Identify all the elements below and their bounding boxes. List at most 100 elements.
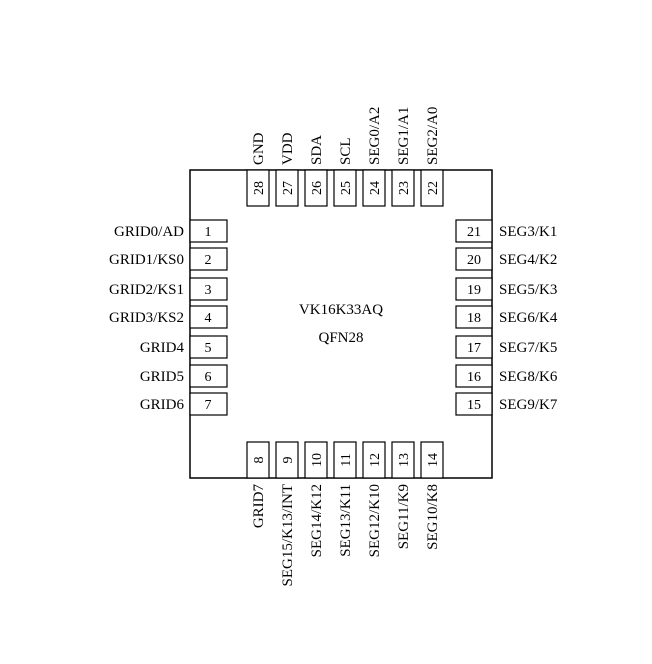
pin-pad xyxy=(246,169,270,207)
pin-20: 20 SEG4/K2 xyxy=(455,247,557,271)
pin-4: 4 GRID3/KS2 xyxy=(109,305,228,329)
pin-pad xyxy=(189,277,228,301)
pin-number: 9 xyxy=(281,457,296,464)
pin-pad xyxy=(455,335,493,359)
pin-label: SEG13/K11 xyxy=(338,484,354,557)
pin-label: SEG11/K9 xyxy=(396,484,412,549)
pin-label: SEG10/K8 xyxy=(425,484,441,550)
pin-number: 11 xyxy=(339,453,354,466)
pin-pad xyxy=(391,441,415,479)
pin-25: 25 SCL xyxy=(333,137,357,207)
pin-pad xyxy=(420,441,444,479)
pin-pad xyxy=(275,441,299,479)
pin-number: 23 xyxy=(397,181,412,195)
pin-label: SEG3/K1 xyxy=(499,224,557,240)
pin-label: SEG1/A1 xyxy=(396,107,412,165)
pin-label: SEG8/K6 xyxy=(499,369,558,385)
pin-pad xyxy=(455,364,493,388)
pin-pad xyxy=(246,441,270,479)
pin-number: 14 xyxy=(426,453,441,467)
chip-package-name: QFN28 xyxy=(318,330,363,346)
pin-label: SEG9/K7 xyxy=(499,397,558,413)
pin-number: 28 xyxy=(252,181,267,195)
pin-label: GRID0/AD xyxy=(114,224,184,240)
pin-22: 22 SEG2/A0 xyxy=(420,107,444,207)
pin-number: 10 xyxy=(310,453,325,467)
pin-number: 25 xyxy=(339,181,354,195)
pin-pad xyxy=(455,219,493,243)
pin-label: SEG7/K5 xyxy=(499,340,557,356)
pin-label: GRID5 xyxy=(140,369,184,385)
pin-pad xyxy=(189,219,228,243)
pin-label: SCL xyxy=(338,137,354,165)
pin-16: 16 SEG8/K6 xyxy=(455,364,558,388)
pin-3: 3 GRID2/KS1 xyxy=(109,277,228,301)
pin-label: SEG0/A2 xyxy=(367,107,383,165)
pin-number: 17 xyxy=(467,341,481,356)
pin-27: 27 VDD xyxy=(275,132,299,207)
pin-number: 15 xyxy=(467,398,481,413)
pin-number: 7 xyxy=(205,398,212,413)
pin-pad xyxy=(304,441,328,479)
pin-pad xyxy=(455,305,493,329)
pin-label: SEG6/K4 xyxy=(499,310,558,326)
pin-pad xyxy=(189,335,228,359)
pin-pad xyxy=(455,277,493,301)
bottom-pin-group: 8GRID79SEG15/K13/INT10SEG14/K1211SEG13/K… xyxy=(246,441,444,587)
pin-pad xyxy=(189,305,228,329)
pin-label: VDD xyxy=(280,132,296,165)
pin-label: GRID3/KS2 xyxy=(109,310,184,326)
pin-7: 7 GRID6 xyxy=(140,392,228,416)
pin-pad xyxy=(275,169,299,207)
pin-pad xyxy=(455,392,493,416)
pin-number: 16 xyxy=(467,370,481,385)
pin-number: 20 xyxy=(467,253,481,268)
pin-pad xyxy=(189,247,228,271)
pin-15: 15 SEG9/K7 xyxy=(455,392,558,416)
pin-number: 4 xyxy=(205,311,212,326)
pin-number: 1 xyxy=(205,225,212,240)
pin-label: SEG4/K2 xyxy=(499,252,557,268)
pin-number: 3 xyxy=(205,283,212,298)
pin-pad xyxy=(189,392,228,416)
pin-number: 21 xyxy=(467,225,481,240)
pin-number: 27 xyxy=(281,181,296,195)
pin-23: 23 SEG1/A1 xyxy=(391,107,415,207)
pin-number: 24 xyxy=(368,181,383,195)
pin-label: SDA xyxy=(309,135,325,165)
pin-label: GRID6 xyxy=(140,397,185,413)
pin-pad xyxy=(420,169,444,207)
pin-number: 8 xyxy=(252,457,267,464)
pin-number: 22 xyxy=(426,181,441,195)
pin-pad xyxy=(391,169,415,207)
pin-number: 19 xyxy=(467,283,481,298)
pin-label: GRID4 xyxy=(140,340,185,356)
pin-pad xyxy=(333,169,357,207)
pin-label: SEG2/A0 xyxy=(425,107,441,165)
pin-label: SEG14/K12 xyxy=(309,484,325,557)
pin-24: 24 SEG0/A2 xyxy=(362,107,386,207)
pin-number: 13 xyxy=(397,453,412,467)
pin-number: 12 xyxy=(368,453,383,467)
pin-pad xyxy=(304,169,328,207)
pin-label: GRID2/KS1 xyxy=(109,282,184,298)
pin-1: 1 GRID0/AD xyxy=(114,219,228,243)
pin-pad xyxy=(189,364,228,388)
pin-label: GRID7 xyxy=(251,484,267,529)
pin-17: 17 SEG7/K5 xyxy=(455,335,557,359)
